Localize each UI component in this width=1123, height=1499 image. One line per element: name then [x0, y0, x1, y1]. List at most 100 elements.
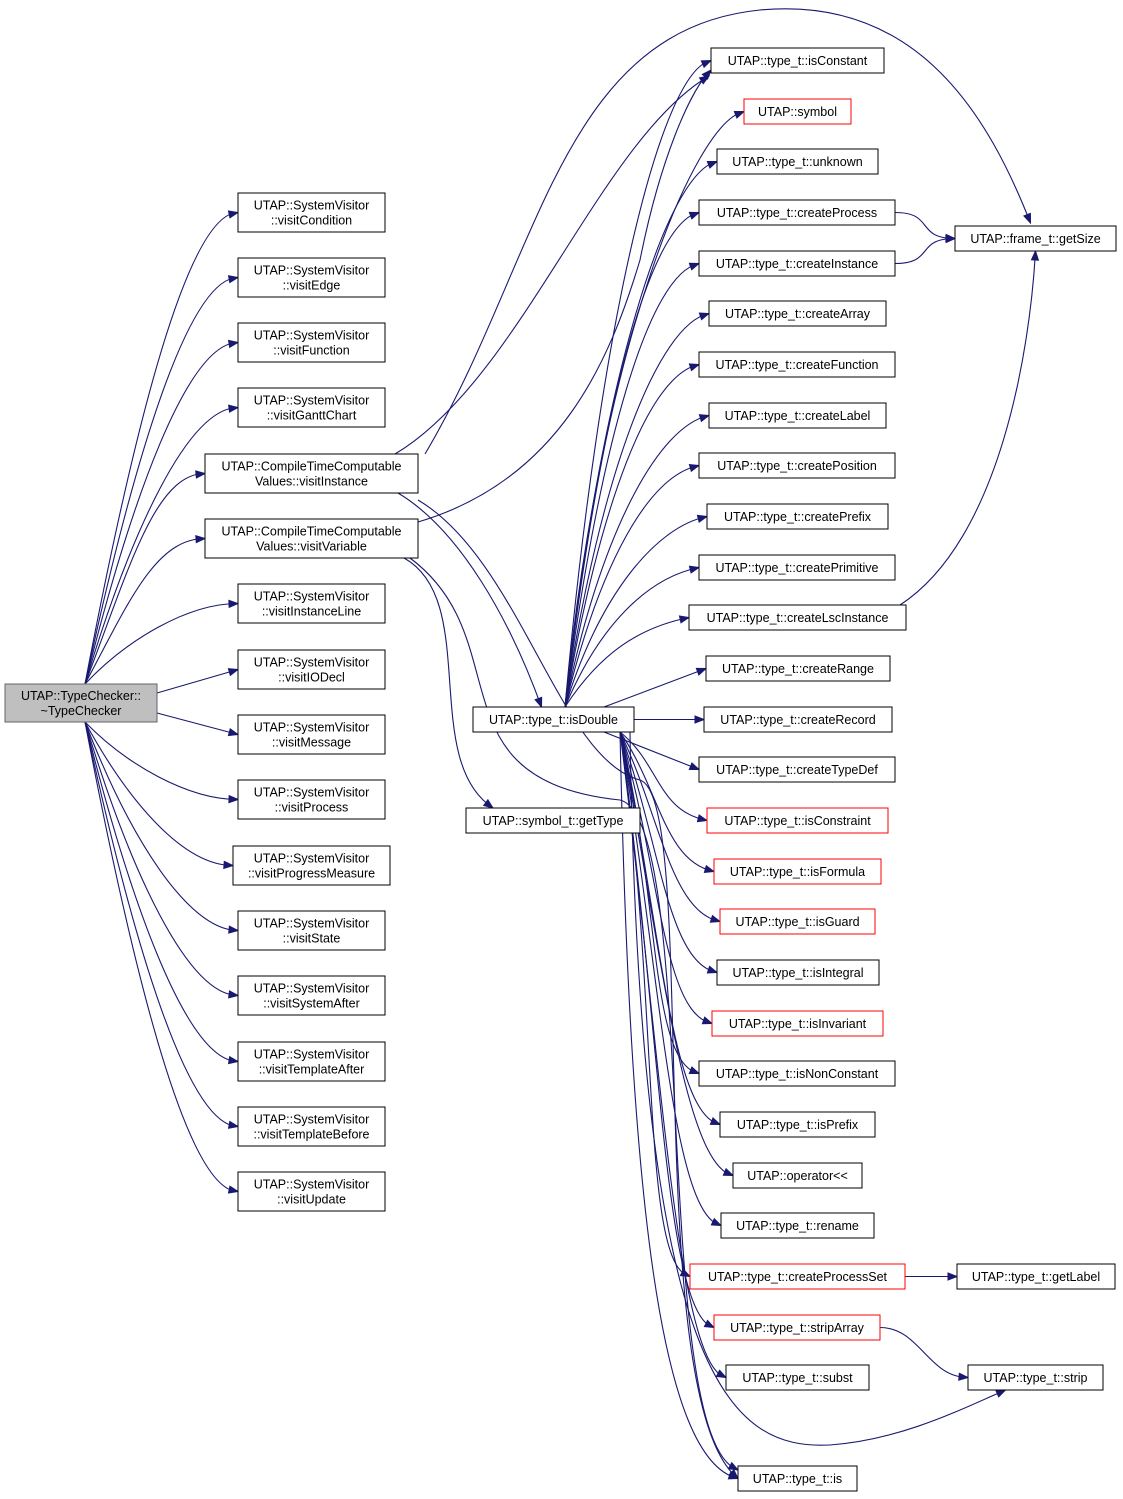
node-box[interactable]: [710, 47, 885, 74]
node-box[interactable]: [204, 453, 419, 494]
node-isConstraint[interactable]: UTAP::type_t::isConstraint: [706, 807, 889, 834]
node-createFunction[interactable]: UTAP::type_t::createFunction: [698, 351, 896, 378]
node-box[interactable]: [237, 779, 386, 820]
node-operatorShl[interactable]: UTAP::operator<<: [732, 1162, 863, 1189]
node-box[interactable]: [956, 1263, 1116, 1290]
node-box[interactable]: [237, 910, 386, 951]
node-box[interactable]: [716, 148, 879, 175]
node-visitSystemAfter[interactable]: UTAP::SystemVisitor::visitSystemAfter: [237, 975, 386, 1016]
node-box[interactable]: [708, 300, 887, 327]
node-box[interactable]: [237, 975, 386, 1016]
node-createPrimitive[interactable]: UTAP::type_t::createPrimitive: [698, 554, 896, 581]
node-stripArray[interactable]: UTAP::type_t::stripArray: [713, 1314, 881, 1341]
node-createLscInstance[interactable]: UTAP::type_t::createLscInstance: [688, 604, 907, 631]
node-isConstant[interactable]: UTAP::type_t::isConstant: [710, 47, 885, 74]
node-box[interactable]: [237, 387, 386, 428]
node-visitProcess[interactable]: UTAP::SystemVisitor::visitProcess: [237, 779, 386, 820]
node-box[interactable]: [698, 199, 896, 226]
node-visitIODecl[interactable]: UTAP::SystemVisitor::visitIODecl: [237, 649, 386, 690]
node-visitEdge[interactable]: UTAP::SystemVisitor::visitEdge: [237, 257, 386, 298]
node-visitState[interactable]: UTAP::SystemVisitor::visitState: [237, 910, 386, 951]
node-box[interactable]: [706, 807, 889, 834]
node-box[interactable]: [472, 706, 635, 733]
node-ctcVisitInstance[interactable]: UTAP::CompileTimeComputableValues::visit…: [204, 453, 419, 494]
node-symbol[interactable]: UTAP::symbol: [743, 98, 852, 125]
node-visitFunction[interactable]: UTAP::SystemVisitor::visitFunction: [237, 322, 386, 363]
node-box[interactable]: [237, 1171, 386, 1212]
node-box[interactable]: [237, 322, 386, 363]
node-createArray[interactable]: UTAP::type_t::createArray: [708, 300, 887, 327]
node-ctcVisitVariable[interactable]: UTAP::CompileTimeComputableValues::visit…: [204, 518, 419, 559]
node-isFormula[interactable]: UTAP::type_t::isFormula: [713, 858, 882, 885]
node-is[interactable]: UTAP::type_t::is: [737, 1465, 858, 1492]
node-box[interactable]: [698, 250, 896, 277]
node-visitTemplateAfter[interactable]: UTAP::SystemVisitor::visitTemplateAfter: [237, 1041, 386, 1082]
node-getLabel[interactable]: UTAP::type_t::getLabel: [956, 1263, 1116, 1290]
node-isDouble[interactable]: UTAP::type_t::isDouble: [472, 706, 635, 733]
node-visitGanttChart[interactable]: UTAP::SystemVisitor::visitGanttChart: [237, 387, 386, 428]
node-box[interactable]: [708, 402, 887, 429]
node-createRange[interactable]: UTAP::type_t::createRange: [705, 655, 891, 682]
node-box[interactable]: [237, 192, 386, 233]
node-box[interactable]: [706, 503, 889, 530]
node-getType[interactable]: UTAP::symbol_t::getType: [465, 807, 641, 834]
node-subst[interactable]: UTAP::type_t::subst: [725, 1364, 870, 1391]
node-box[interactable]: [698, 1060, 896, 1087]
node-createLabel[interactable]: UTAP::type_t::createLabel: [708, 402, 887, 429]
node-box[interactable]: [698, 452, 896, 479]
node-visitCondition[interactable]: UTAP::SystemVisitor::visitCondition: [237, 192, 386, 233]
node-visitUpdate[interactable]: UTAP::SystemVisitor::visitUpdate: [237, 1171, 386, 1212]
node-box[interactable]: [237, 583, 386, 624]
node-visitTemplateBefore[interactable]: UTAP::SystemVisitor::visitTemplateBefore: [237, 1106, 386, 1147]
node-box[interactable]: [967, 1364, 1104, 1391]
node-box[interactable]: [719, 908, 876, 935]
node-box[interactable]: [703, 706, 893, 733]
node-box[interactable]: [705, 655, 891, 682]
node-createRecord[interactable]: UTAP::type_t::createRecord: [703, 706, 893, 733]
node-box[interactable]: [237, 649, 386, 690]
node-root[interactable]: UTAP::TypeChecker::~TypeChecker: [4, 683, 158, 723]
node-rename[interactable]: UTAP::type_t::rename: [720, 1212, 875, 1239]
node-createProcessSet[interactable]: UTAP::type_t::createProcessSet: [689, 1263, 906, 1290]
node-visitProgressMeasure[interactable]: UTAP::SystemVisitor::visitProgressMeasur…: [232, 845, 391, 886]
node-createPrefix[interactable]: UTAP::type_t::createPrefix: [706, 503, 889, 530]
node-box[interactable]: [688, 604, 907, 631]
node-createProcess[interactable]: UTAP::type_t::createProcess: [698, 199, 896, 226]
node-box[interactable]: [698, 554, 896, 581]
node-createInstance[interactable]: UTAP::type_t::createInstance: [698, 250, 896, 277]
node-box[interactable]: [711, 1010, 884, 1037]
node-box[interactable]: [232, 845, 391, 886]
node-box[interactable]: [732, 1162, 863, 1189]
node-isGuard[interactable]: UTAP::type_t::isGuard: [719, 908, 876, 935]
node-createPosition[interactable]: UTAP::type_t::createPosition: [698, 452, 896, 479]
node-box[interactable]: [698, 756, 896, 783]
node-box[interactable]: [954, 225, 1117, 252]
node-box[interactable]: [725, 1364, 870, 1391]
node-strip[interactable]: UTAP::type_t::strip: [967, 1364, 1104, 1391]
node-box[interactable]: [237, 714, 386, 755]
node-box[interactable]: [713, 1314, 881, 1341]
node-box[interactable]: [237, 1041, 386, 1082]
node-box[interactable]: [720, 1212, 875, 1239]
node-box[interactable]: [204, 518, 419, 559]
node-isPrefix[interactable]: UTAP::type_t::isPrefix: [719, 1111, 876, 1138]
node-box[interactable]: [737, 1465, 858, 1492]
node-box[interactable]: [716, 959, 880, 986]
node-createTypeDef[interactable]: UTAP::type_t::createTypeDef: [698, 756, 896, 783]
node-box[interactable]: [698, 351, 896, 378]
node-box[interactable]: [689, 1263, 906, 1290]
node-isIntegral[interactable]: UTAP::type_t::isIntegral: [716, 959, 880, 986]
node-getSize[interactable]: UTAP::frame_t::getSize: [954, 225, 1117, 252]
node-box[interactable]: [237, 1106, 386, 1147]
node-unknown[interactable]: UTAP::type_t::unknown: [716, 148, 879, 175]
node-box[interactable]: [713, 858, 882, 885]
node-visitMessage[interactable]: UTAP::SystemVisitor::visitMessage: [237, 714, 386, 755]
node-box[interactable]: [4, 683, 158, 723]
node-box[interactable]: [465, 807, 641, 834]
node-isNonConstant[interactable]: UTAP::type_t::isNonConstant: [698, 1060, 896, 1087]
node-box[interactable]: [743, 98, 852, 125]
node-visitInstanceLine[interactable]: UTAP::SystemVisitor::visitInstanceLine: [237, 583, 386, 624]
node-box[interactable]: [237, 257, 386, 298]
node-box[interactable]: [719, 1111, 876, 1138]
node-isInvariant[interactable]: UTAP::type_t::isInvariant: [711, 1010, 884, 1037]
